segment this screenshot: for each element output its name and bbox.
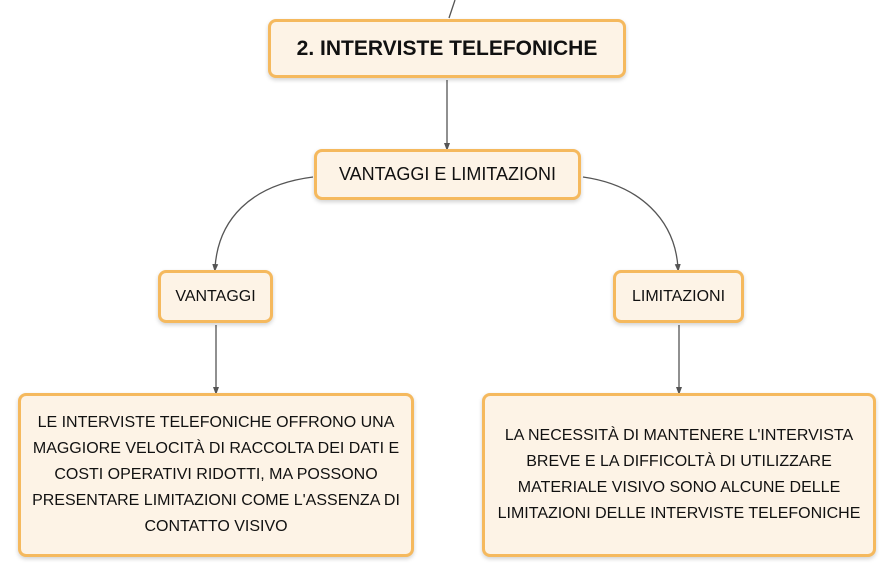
title-node[interactable]: 2. INTERVISTE TELEFONICHE — [268, 19, 626, 78]
incoming-connector — [448, 0, 456, 19]
connector-to-limitations — [582, 176, 681, 272]
advantages-node[interactable]: VANTAGGI — [158, 270, 273, 323]
connector-to-advantages — [212, 176, 314, 272]
limitations-node[interactable]: LIMITAZIONI — [613, 270, 744, 323]
advantages-text-node[interactable]: LE INTERVISTE TELEFONICHE OFFRONO UNA MA… — [18, 393, 414, 557]
limitations-text-node[interactable]: LA NECESSITÀ DI MANTENERE L'INTERVISTA B… — [482, 393, 876, 557]
pros-and-cons-node[interactable]: VANTAGGI E LIMITAZIONI — [314, 149, 581, 200]
